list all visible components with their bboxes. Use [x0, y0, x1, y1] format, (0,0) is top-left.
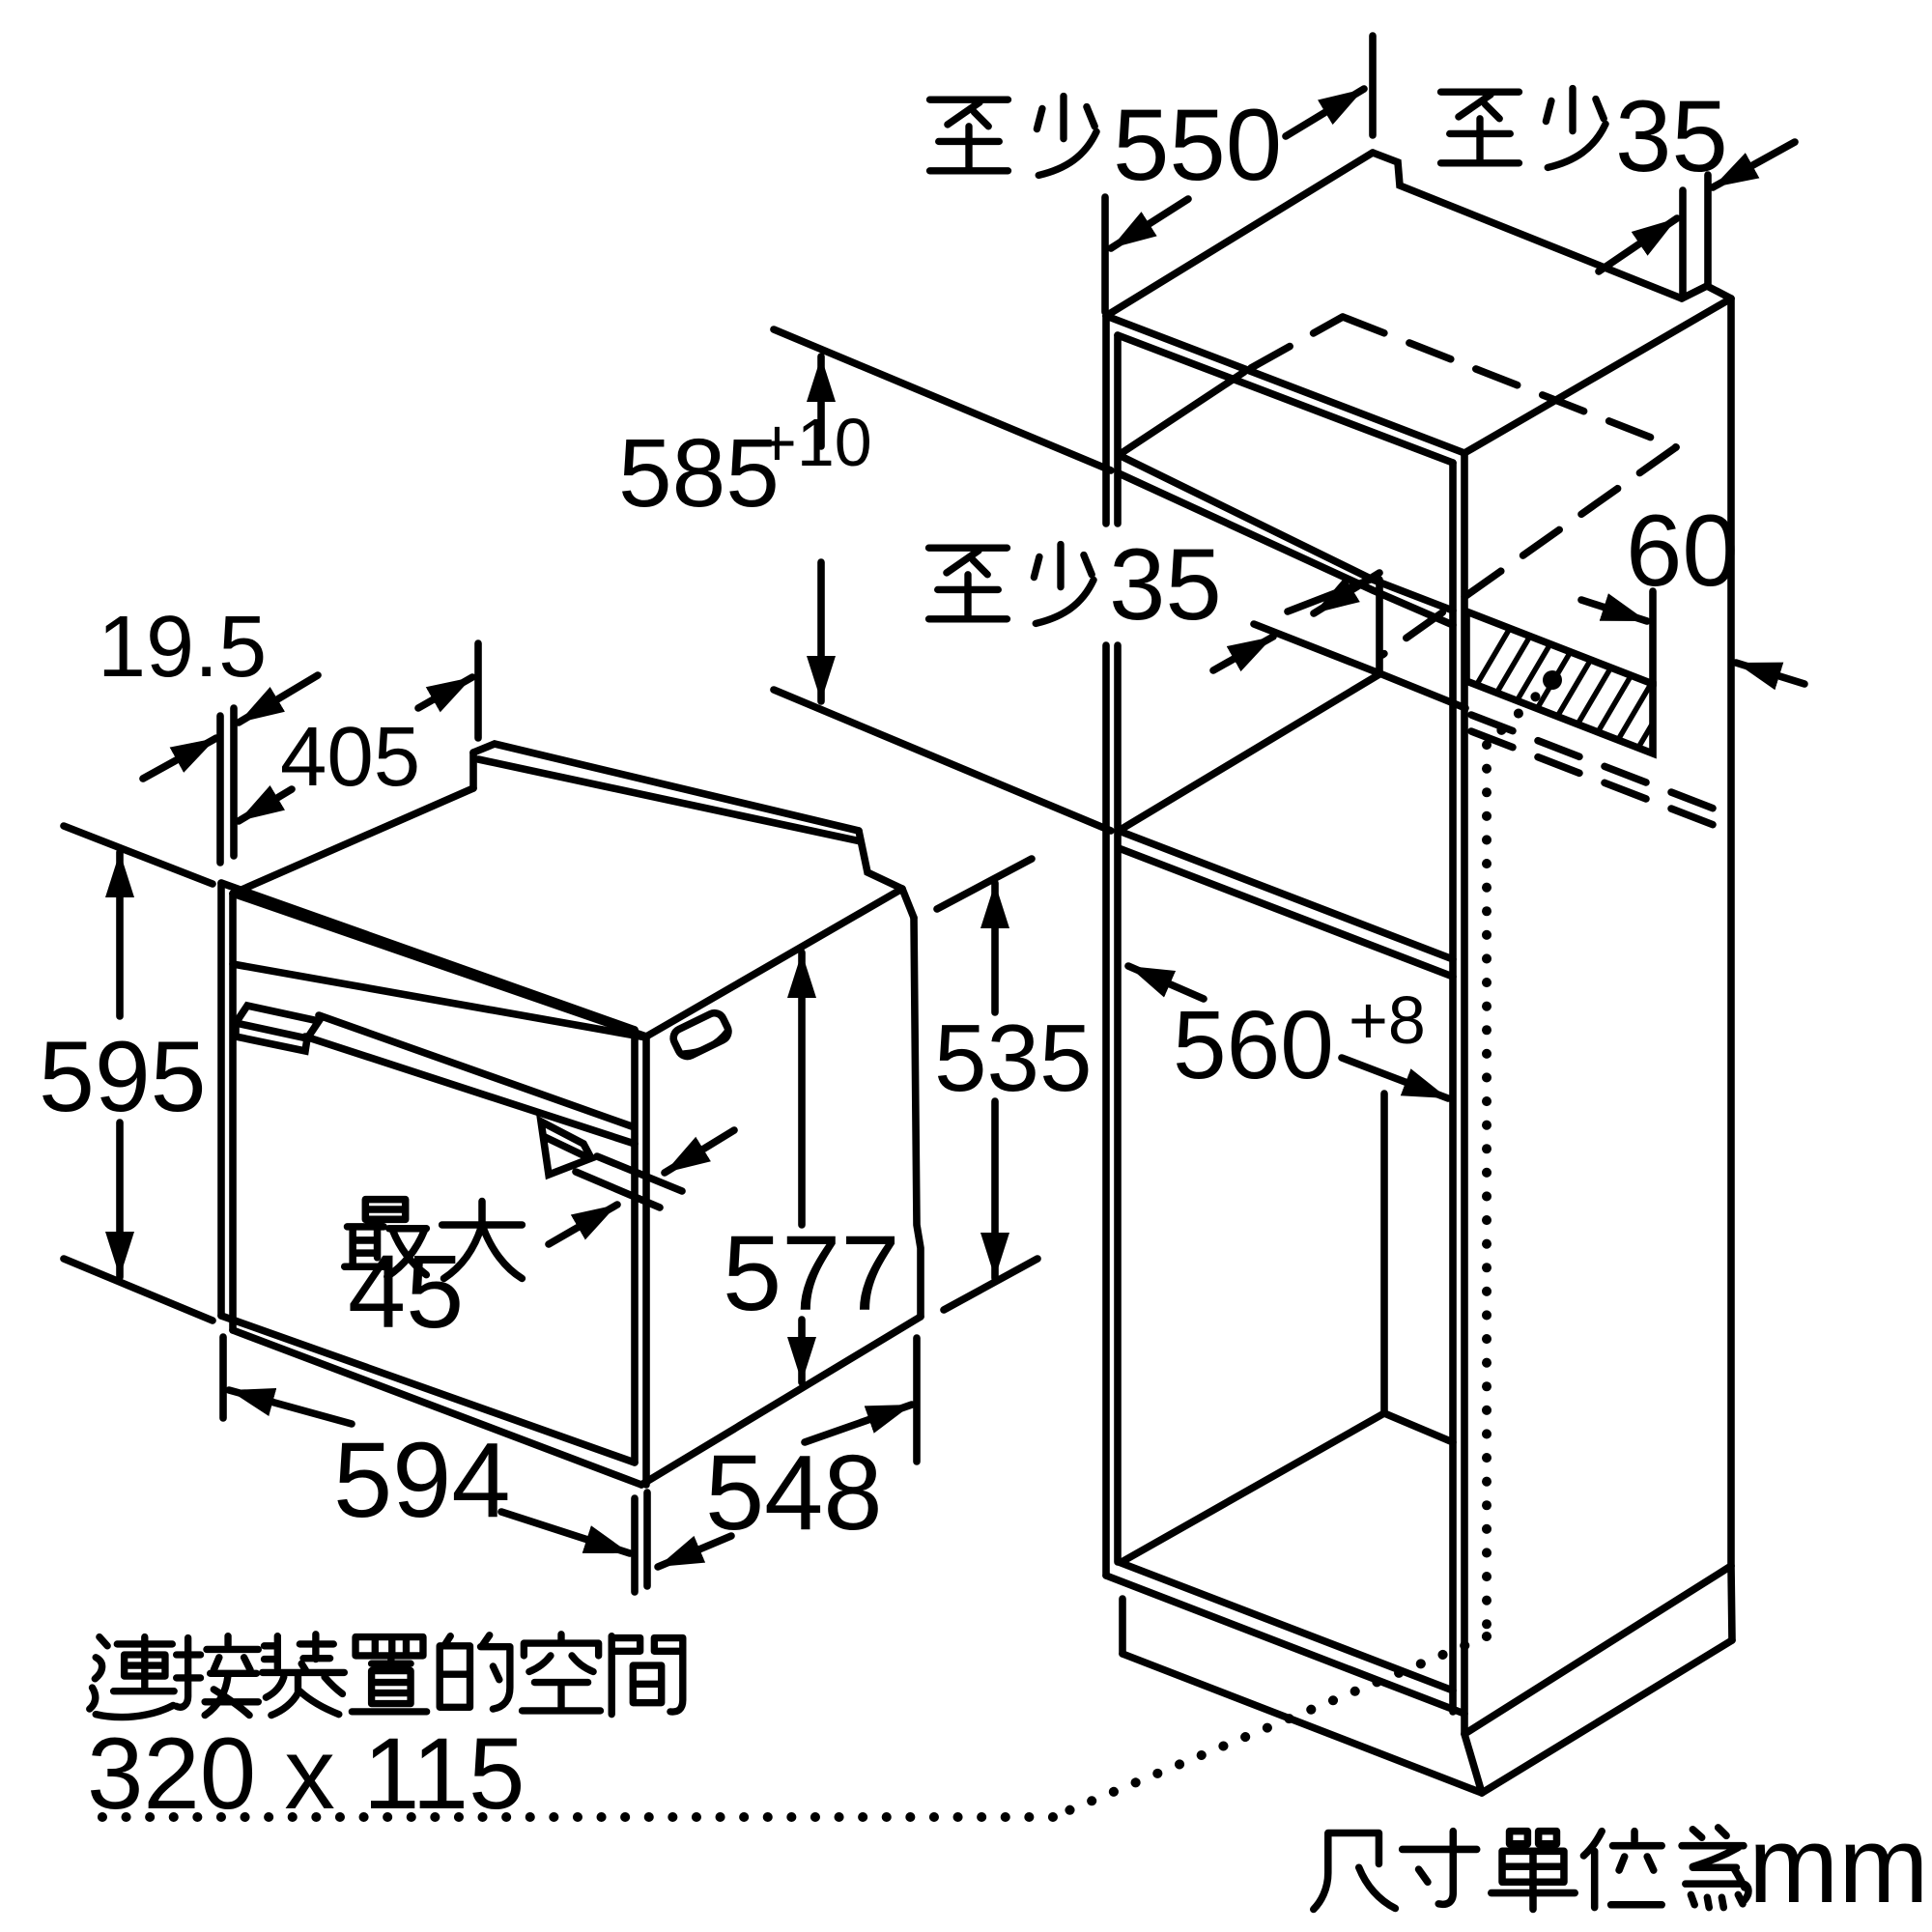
svg-text:535: 535: [934, 1005, 1093, 1111]
svg-text:550: 550: [1113, 89, 1282, 202]
svg-text:19.5: 19.5: [98, 599, 267, 696]
svg-text:35: 35: [1109, 528, 1222, 641]
svg-text:595: 595: [39, 1021, 207, 1133]
svg-text:35: 35: [1615, 80, 1728, 193]
svg-text:594: 594: [333, 1421, 511, 1540]
svg-text:320 x 115: 320 x 115: [87, 1718, 525, 1831]
svg-text:560: 560: [1173, 991, 1334, 1099]
svg-text:+8: +8: [1349, 982, 1426, 1058]
svg-text:60: 60: [1626, 495, 1739, 608]
svg-text:548: 548: [705, 1434, 883, 1552]
svg-text:mm: mm: [1748, 1804, 1929, 1925]
svg-text:577: 577: [723, 1214, 900, 1333]
svg-text:+10: +10: [757, 405, 872, 480]
svg-text:405: 405: [280, 710, 420, 804]
svg-text:585: 585: [618, 419, 780, 527]
